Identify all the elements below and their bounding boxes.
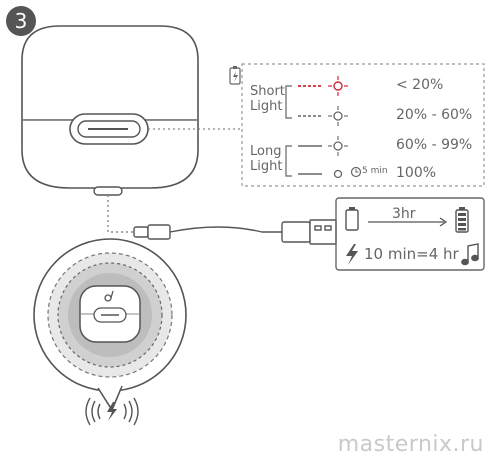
long-light-bracket <box>285 145 292 177</box>
off-timer-label: 5 min <box>362 166 388 176</box>
battery-full-icon <box>455 207 469 233</box>
led-indicator <box>69 113 149 145</box>
level-percent-3: 60% - 99% <box>396 137 473 153</box>
led-pattern-20-60 <box>298 106 348 126</box>
led-pattern-100 <box>298 166 362 179</box>
level-percent-1: < 20% <box>396 77 444 93</box>
long-light-label: Long Light <box>250 144 283 174</box>
music-note-icon <box>461 243 479 266</box>
watermark: masternix.ru <box>337 432 484 457</box>
quick-charge-label: 10 min=4 hr <box>364 245 459 263</box>
charge-time-label: 3hr <box>392 206 416 222</box>
step-number-badge: 3 <box>6 6 36 36</box>
charging-case <box>21 25 199 189</box>
clock-icon <box>350 166 362 178</box>
short-light-label: Short Light <box>250 84 285 114</box>
led-pattern-below-20 <box>298 76 348 96</box>
brand-logo-icon <box>104 290 114 302</box>
battery-status-panel <box>241 63 485 187</box>
wireless-charging-icon <box>85 397 139 426</box>
battery-empty-icon <box>345 207 359 231</box>
charge-arrow <box>368 217 448 227</box>
wireless-charging-bubble <box>33 238 187 412</box>
short-light-bracket <box>285 85 292 119</box>
charging-info-panel <box>335 197 485 271</box>
battery-charging-icon <box>229 66 241 85</box>
level-percent-4: 100% <box>396 165 437 181</box>
usb-cable <box>107 195 337 245</box>
lightning-bolt-icon <box>346 244 358 265</box>
level-percent-2: 20% - 60% <box>396 107 473 123</box>
led-pattern-60-99 <box>298 136 348 156</box>
usb-c-port <box>93 186 123 196</box>
